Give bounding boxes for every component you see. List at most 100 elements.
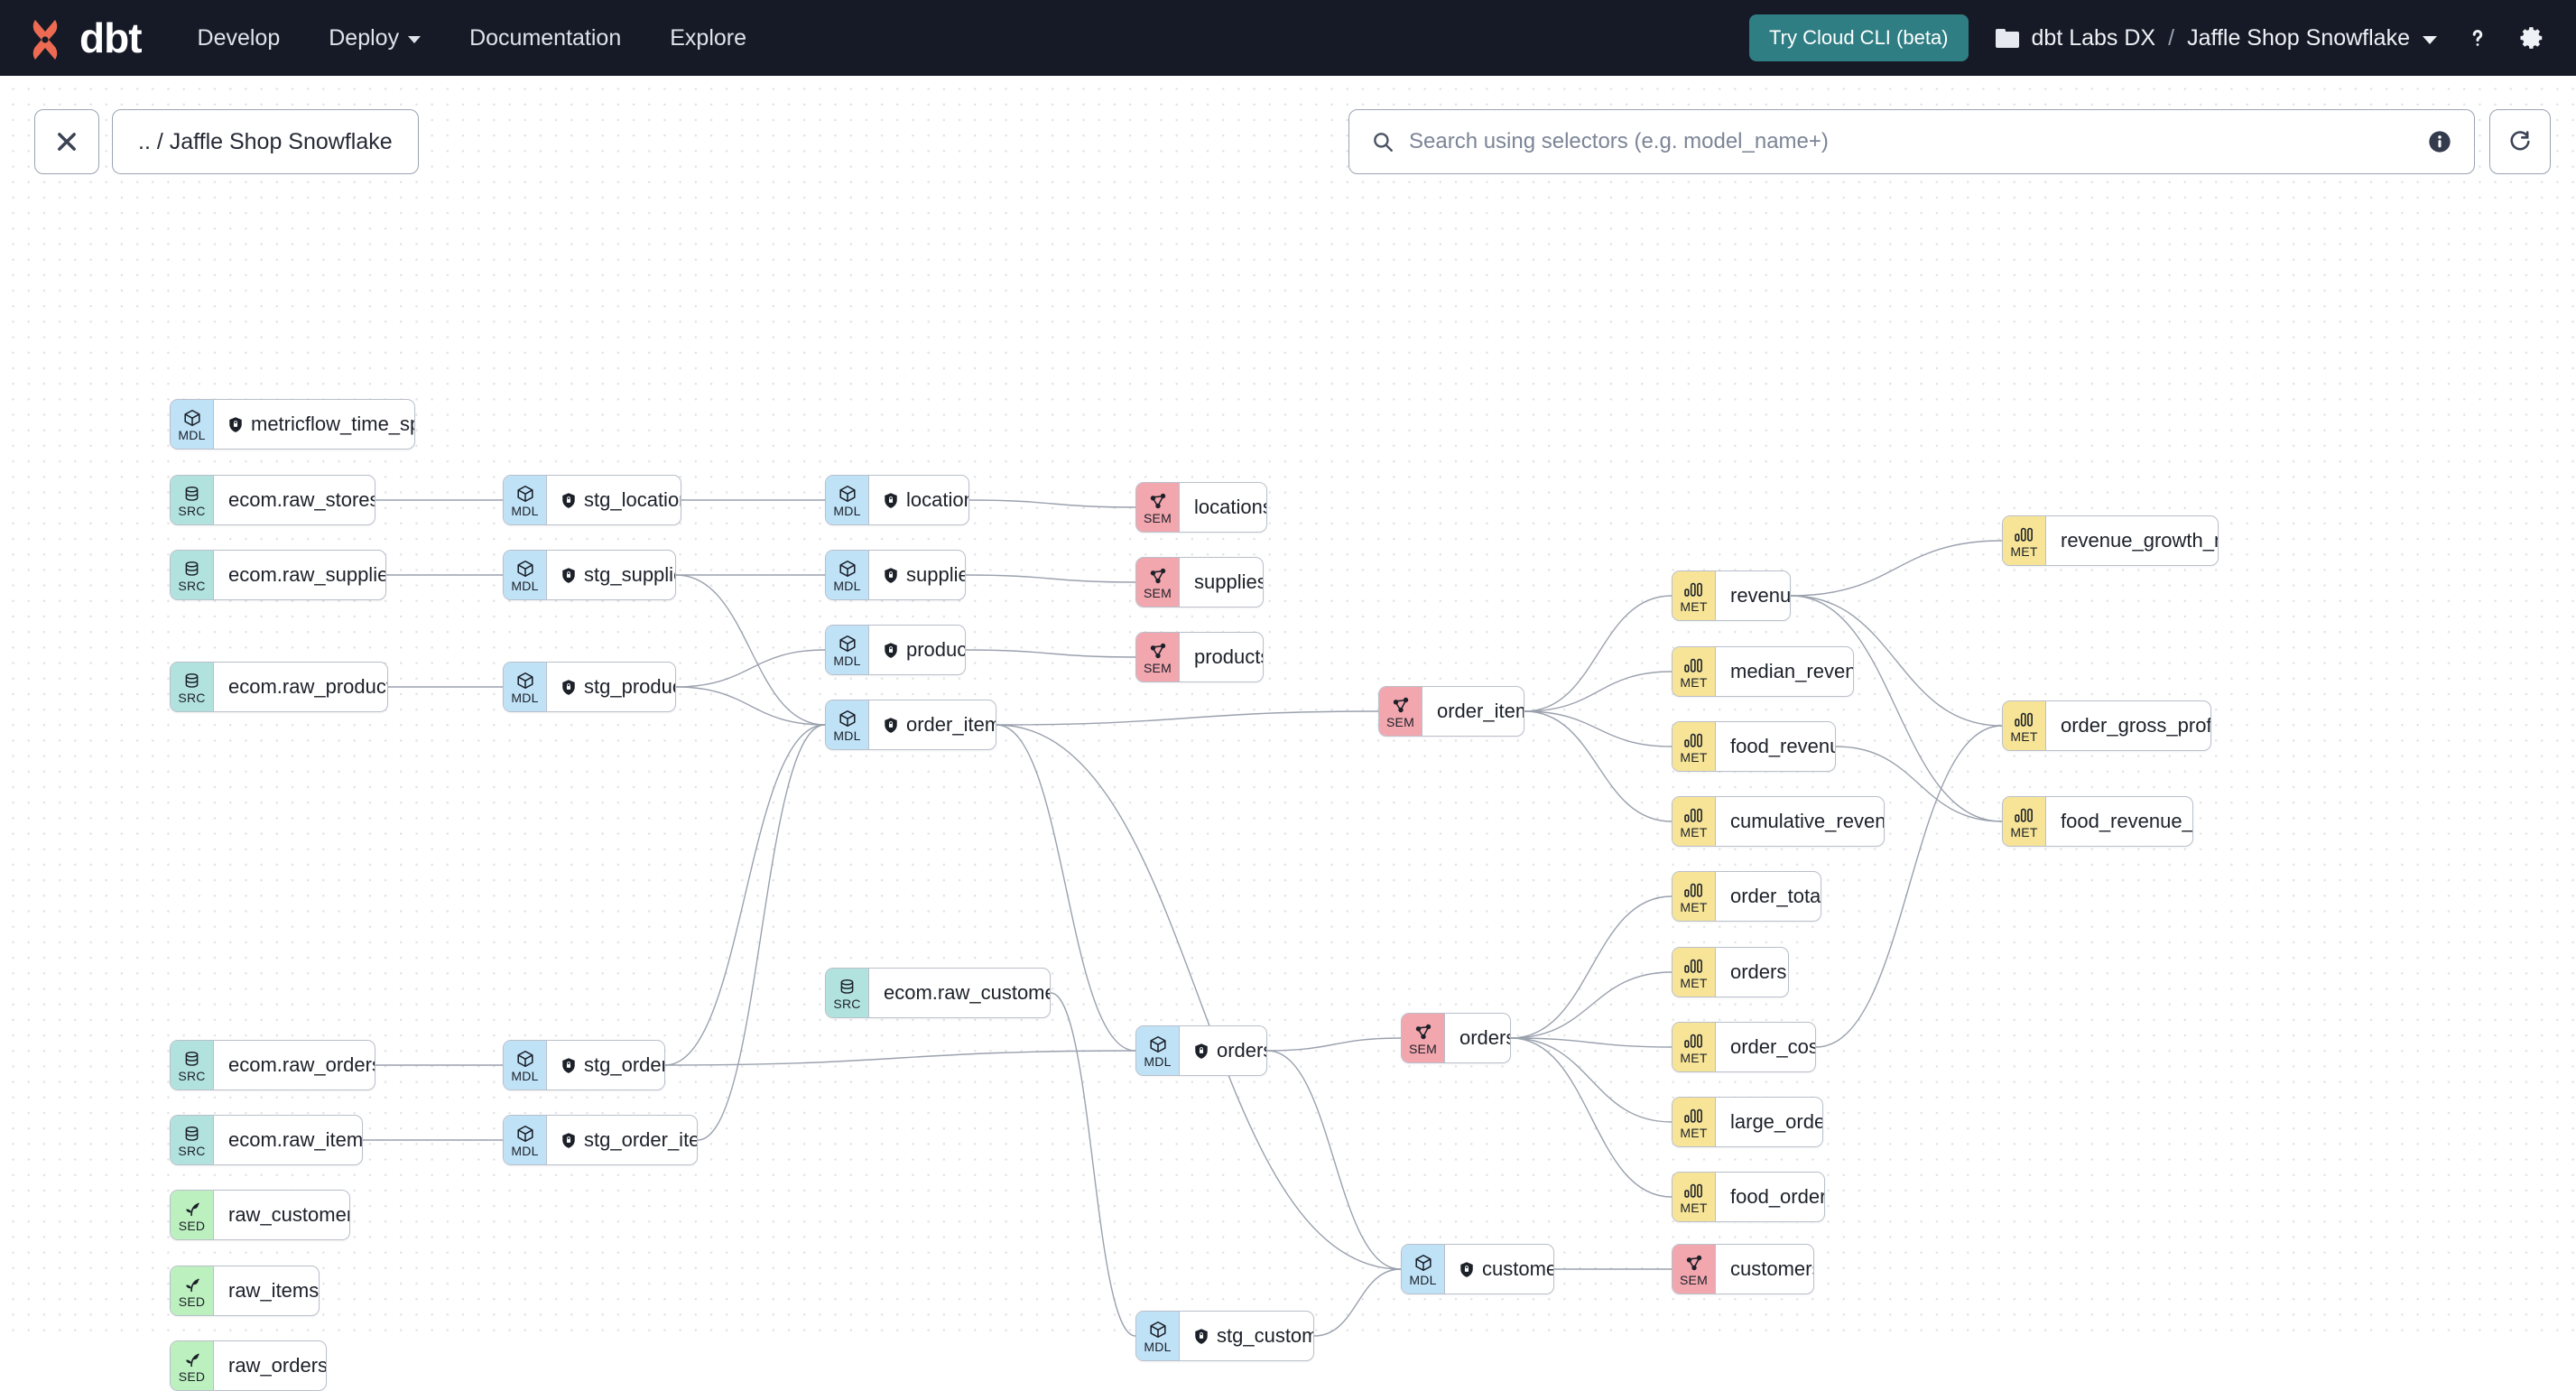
graph-node-mdl_supplies[interactable]: MDLsupplies	[825, 550, 966, 600]
node-type-badge-src: SRC	[171, 1041, 214, 1090]
node-type-label: SED	[178, 1294, 206, 1309]
node-label: median_revenue	[1730, 660, 1854, 682]
lock-icon	[229, 416, 242, 432]
node-type-badge-mdl: MDL	[1136, 1026, 1180, 1075]
node-type-label: SEM	[1144, 660, 1172, 675]
node-type-label: MET	[1680, 674, 1708, 690]
node-type-badge-sed: SED	[171, 1191, 214, 1239]
bar-chart-icon	[1683, 1181, 1705, 1201]
node-label: revenue_growth_mom	[2061, 529, 2218, 552]
help-icon[interactable]	[2464, 24, 2491, 51]
node-body: stg_customers	[1180, 1312, 1313, 1360]
info-icon[interactable]	[2427, 129, 2452, 154]
node-type-badge-met: MET	[1673, 722, 1716, 771]
cube-icon	[1413, 1253, 1433, 1273]
node-type-badge-sem: SEM	[1136, 483, 1180, 532]
node-type-label: MET	[2010, 728, 2038, 744]
node-body: locations	[1180, 483, 1266, 532]
node-type-label: MDL	[1409, 1272, 1437, 1287]
edge-sem_order_item-to-met_food_revenue	[1524, 710, 1673, 747]
refresh-button[interactable]	[2489, 109, 2551, 174]
settings-gear-icon[interactable]	[2518, 24, 2545, 51]
bar-chart-icon	[1683, 1106, 1705, 1126]
lineage-canvas[interactable]: .. / Jaffle Shop Snowflake MDLmetricflow…	[0, 76, 2576, 1391]
edge-stg_order_items-to-mdl_order_items	[697, 724, 826, 1141]
node-body: revenue	[1716, 571, 1790, 620]
node-type-label: SEM	[1144, 510, 1172, 525]
lineage-graph[interactable]: MDLmetricflow_time_spineSRCecom.raw_stor…	[0, 76, 2576, 1391]
node-label: order_gross_profit	[2061, 714, 2211, 737]
graph-node-mdl_customers[interactable]: MDLcustomers	[1401, 1244, 1554, 1294]
search-input[interactable]	[1409, 129, 2413, 154]
lock-icon	[562, 1057, 575, 1073]
try-cloud-cli-button[interactable]: Try Cloud CLI (beta)	[1749, 14, 1969, 61]
graph-node-met_median_revenue[interactable]: MET median_revenue	[1672, 646, 1854, 697]
nav-link-explore[interactable]: Explore	[670, 25, 746, 51]
node-label: supplies	[1194, 570, 1264, 593]
node-type-label: MDL	[511, 690, 539, 705]
graph-node-met_revenue_growth_mom[interactable]: MET revenue_growth_mom	[2002, 515, 2219, 566]
account-name: dbt Labs DX	[2031, 24, 2156, 51]
account-project-breadcrumb[interactable]: dbt Labs DX / Jaffle Shop Snowflake	[1995, 24, 2437, 51]
node-type-label: MDL	[833, 503, 861, 518]
node-type-badge-sed: SED	[171, 1341, 214, 1390]
breadcrumb-pill[interactable]: .. / Jaffle Shop Snowflake	[112, 109, 419, 174]
edge-sem_order_item-to-met_cumulative_revenue	[1524, 710, 1673, 822]
node-label: supplies	[906, 563, 965, 586]
graph-node-mdl_locations[interactable]: MDLlocations	[825, 475, 969, 525]
graph-node-mdl_products[interactable]: MDLproducts	[825, 625, 966, 675]
node-type-label: MET	[1680, 749, 1708, 765]
lock-icon	[1460, 1261, 1473, 1277]
node-label: ecom.raw_supplies	[228, 563, 386, 586]
nav-link-deploy[interactable]: Deploy	[329, 25, 422, 51]
node-type-label: SRC	[178, 1068, 206, 1083]
cube-icon	[515, 1049, 535, 1069]
search-bar[interactable]	[1348, 109, 2475, 174]
close-button[interactable]	[34, 109, 99, 174]
graph-node-mdl_orders[interactable]: MDLorders	[1135, 1025, 1267, 1076]
graph-node-met_order_gross_profit[interactable]: MET order_gross_profit	[2002, 700, 2211, 751]
node-label: food_revenue_pct	[2061, 810, 2193, 832]
graph-icon	[1148, 566, 1168, 586]
dbt-logo[interactable]: dbt	[31, 16, 143, 60]
nav-link-develop[interactable]: Develop	[198, 25, 281, 51]
graph-node-sem_locations[interactable]: SEM locations	[1135, 482, 1267, 533]
node-type-badge-met: MET	[2003, 516, 2046, 565]
cube-icon	[1148, 1034, 1168, 1054]
nav-link-documentation[interactable]: Documentation	[469, 25, 621, 51]
node-body: ecom.raw_stores	[214, 476, 375, 524]
edge-met_revenue-to-met_food_revenue_pct	[1790, 595, 2003, 822]
search-icon	[1374, 133, 1393, 152]
